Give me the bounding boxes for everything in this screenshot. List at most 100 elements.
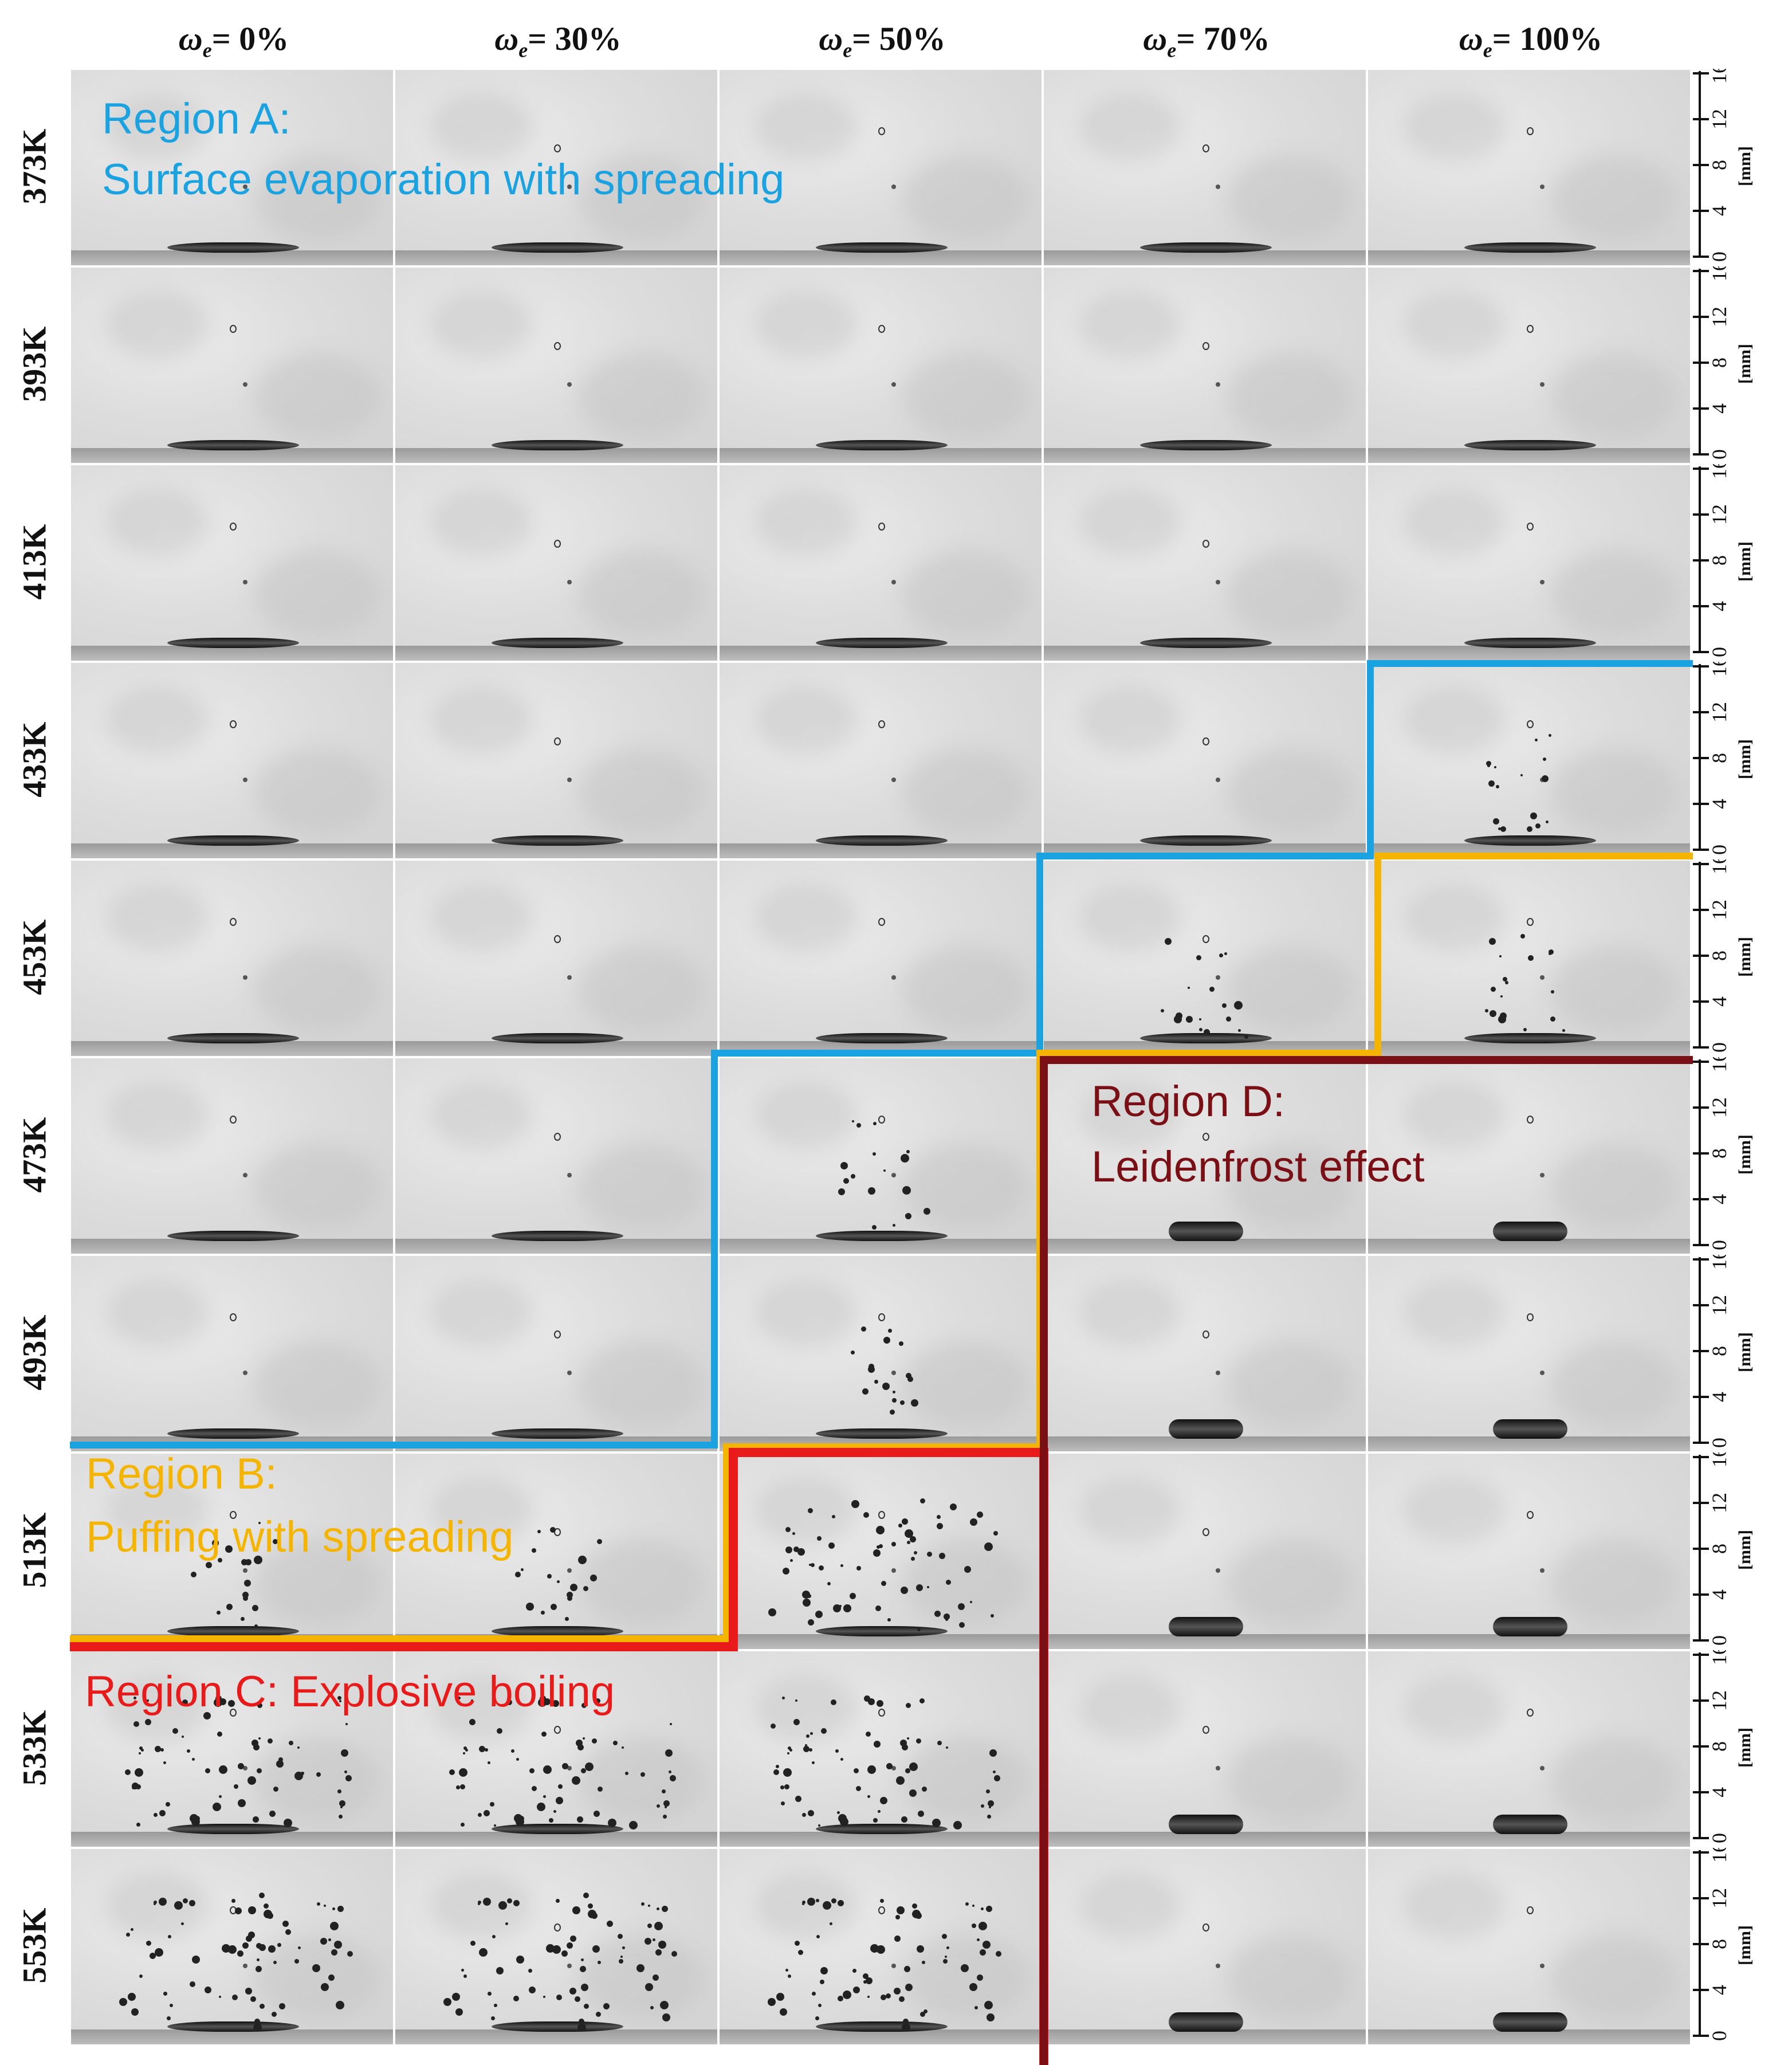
spray-droplet [285, 1929, 291, 1936]
spray-droplet [237, 1799, 246, 1807]
spray-droplet [237, 1950, 243, 1957]
spray-droplet [990, 1613, 994, 1618]
scale-tick-label: 12 [1708, 307, 1731, 327]
droplet-image-cell [70, 266, 394, 464]
spray-droplet [1550, 1016, 1555, 1022]
scale-tick-label: 12 [1708, 1690, 1731, 1711]
spread-droplet [816, 835, 948, 846]
scale-tick-label: 4 [1708, 1589, 1731, 1600]
spray-droplet [669, 1723, 672, 1726]
spread-droplet [1169, 2012, 1243, 2032]
spread-droplet [1493, 1617, 1567, 1636]
spray-droplet [892, 1398, 897, 1403]
heated-surface [395, 1041, 717, 1056]
spray-droplet [776, 1765, 780, 1769]
spray-droplet [795, 1796, 802, 1803]
droplet-image-cell [1043, 662, 1367, 859]
spray-droplet [579, 2018, 585, 2024]
spray-droplet [911, 1399, 919, 1407]
spray-droplet [773, 1769, 780, 1776]
spray-droplet [781, 1696, 785, 1699]
spray-droplet [838, 1188, 846, 1195]
spray-droplet [1499, 1012, 1507, 1019]
spray-droplet [154, 1745, 161, 1752]
scale-unit-label: [mm] [1735, 541, 1754, 582]
background-texture [579, 156, 705, 242]
spray-droplet [840, 1161, 848, 1169]
spray-droplet [567, 1591, 573, 1598]
background-texture [1402, 686, 1506, 755]
column-header-value: = 0% [211, 20, 289, 57]
background-texture [579, 1342, 705, 1428]
spray-droplet [145, 1719, 152, 1726]
spray-droplet [873, 1121, 877, 1125]
spray-droplet [808, 1619, 815, 1626]
background-texture [243, 1173, 247, 1177]
spread-droplet [492, 1428, 623, 1439]
spray-droplet [995, 1950, 1001, 1957]
background-texture [903, 947, 1029, 1032]
spray-droplet [832, 1515, 836, 1519]
spray-droplet [819, 1980, 824, 1985]
background-texture [903, 156, 1029, 242]
spray-droplet [607, 1921, 614, 1927]
spray-droplet [337, 1905, 344, 1912]
spray-droplet [946, 1946, 949, 1949]
scale-unit-label: [mm] [1735, 1530, 1754, 1570]
droplet-image-cell [394, 1650, 718, 1848]
spray-droplet [457, 1696, 461, 1699]
spray-droplet [961, 1964, 969, 1973]
spray-droplet [583, 1892, 590, 1898]
spray-droplet [875, 1605, 881, 1611]
background-texture [1551, 1540, 1677, 1626]
spray-droplet [139, 1746, 143, 1750]
spray-droplet [449, 1769, 455, 1776]
spray-droplet [891, 1542, 897, 1547]
spray-droplet [219, 1698, 227, 1706]
spray-droplet [339, 1700, 341, 1703]
spray-droplet [138, 1752, 141, 1754]
spray-droplet [645, 1937, 652, 1945]
droplet-image-cell [394, 464, 718, 662]
spray-droplet [556, 1796, 564, 1804]
background-texture [891, 1964, 896, 1968]
spray-droplet [784, 1784, 789, 1789]
spray-droplet [865, 1977, 873, 1985]
spray-droplet [331, 1949, 338, 1956]
spray-droplet [317, 1902, 321, 1906]
background-texture [891, 778, 896, 782]
heated-surface [1368, 1832, 1690, 1847]
spray-droplet [662, 1815, 667, 1819]
background-texture [1227, 947, 1353, 1032]
spray-droplet [1498, 827, 1502, 831]
spray-droplet [976, 1974, 983, 1981]
spray-droplet [1526, 826, 1532, 833]
region-b-desc: Puffing with spreading [86, 1513, 514, 1561]
spray-droplet [880, 1898, 885, 1903]
background-texture [105, 1081, 209, 1150]
spray-droplet [328, 1974, 335, 1981]
spray-droplet [1203, 1029, 1210, 1036]
spray-droplet [557, 1580, 560, 1583]
spray-droplet [146, 1940, 151, 1946]
heated-surface [71, 1239, 393, 1254]
spray-droplet [452, 1993, 461, 2001]
spray-droplet [779, 2008, 787, 2016]
spray-droplet [596, 1539, 602, 1545]
spray-droplet [958, 1603, 965, 1611]
spray-droplet [1499, 955, 1502, 957]
spray-droplet [338, 1815, 343, 1819]
background-texture [567, 778, 572, 782]
column-header-0: ωe= 0% [70, 11, 398, 66]
spray-droplet [792, 1532, 796, 1536]
droplet-image-cell [70, 662, 394, 859]
background-texture [430, 686, 533, 755]
spray-droplet [550, 1603, 557, 1610]
spray-droplet [1237, 1028, 1241, 1032]
spray-droplet [513, 1814, 522, 1823]
spray-droplet [577, 2023, 587, 2032]
omega-symbol: ω [178, 20, 203, 57]
heated-surface [1044, 250, 1366, 265]
scale-tick-label: 4 [1708, 1194, 1731, 1204]
